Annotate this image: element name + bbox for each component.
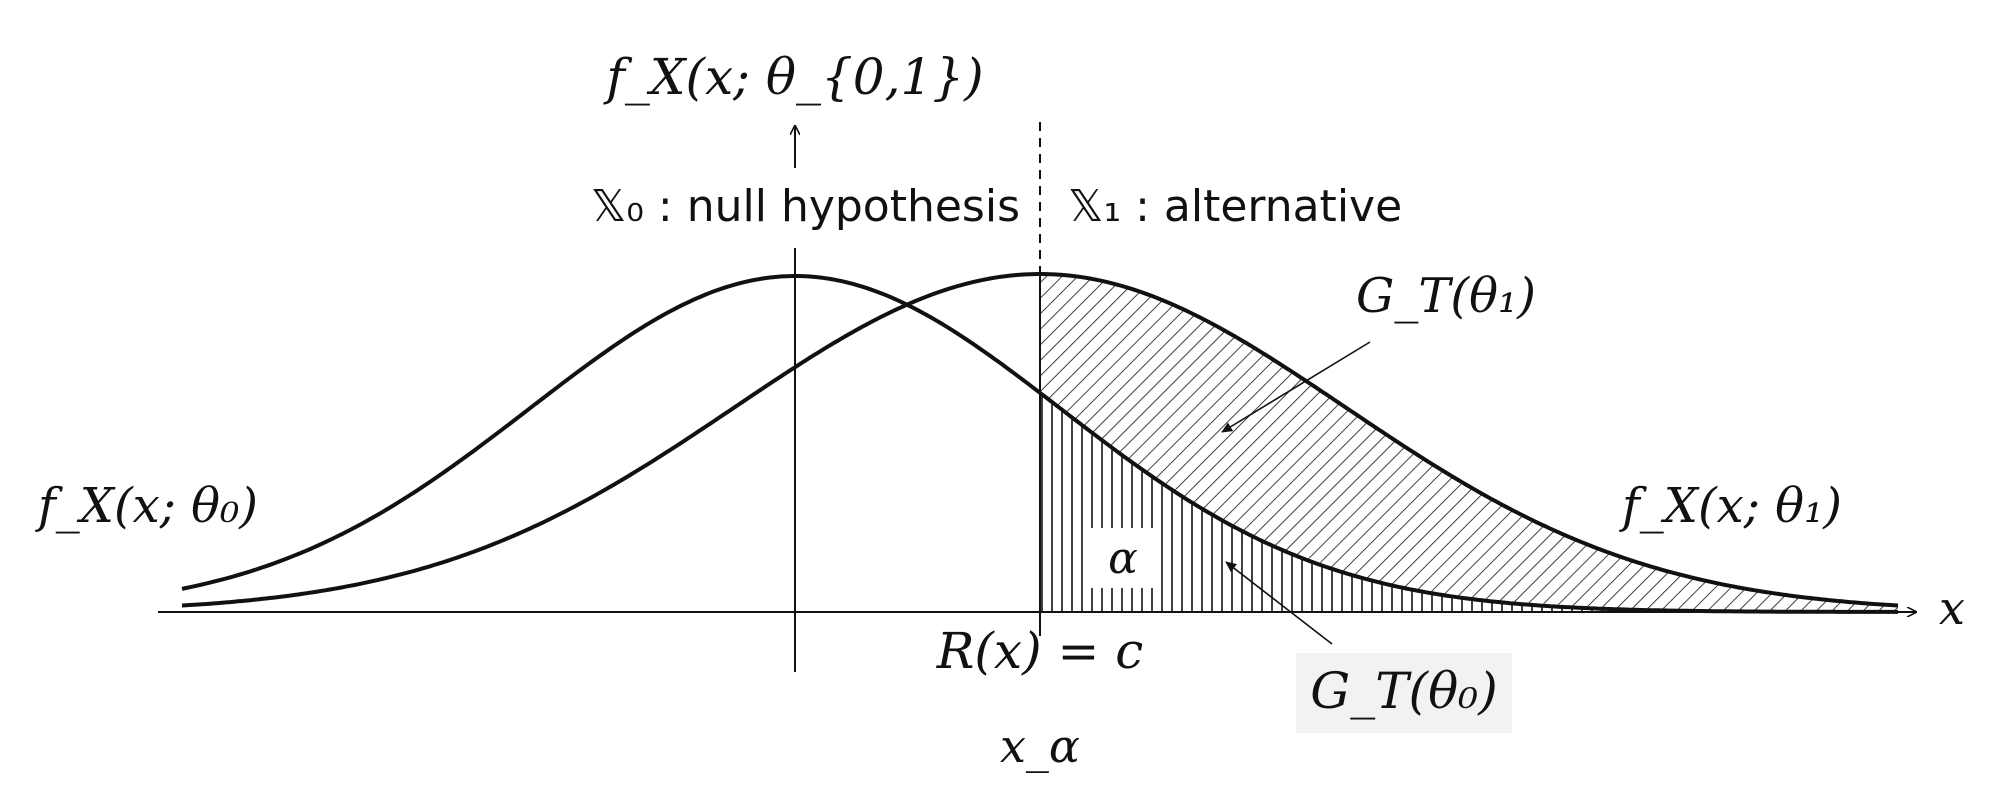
alpha-label-box [1087,528,1159,588]
alternative-region-label: 𝕏₁ : alternative [1068,181,1402,232]
size-label-arrow [1225,561,1333,645]
null-region-label: 𝕏₀ : null hypothesis [591,181,1020,232]
size-label: G_T(θ₀) [1310,662,1497,720]
y-axis-label: f_X(x; θ_{0,1}) [602,48,983,106]
alternative-curve-label: f_X(x; θ₁) [1619,478,1842,534]
size-label-box [1296,653,1512,733]
critical-value-label: x_α [1000,719,1080,773]
power-label-arrow [1221,341,1371,433]
null-curve-label: f_X(x; θ₀) [35,478,258,534]
power-label: G_T(θ₁) [1356,268,1536,324]
boundary-label: R(x) = c [936,622,1144,680]
power-region-hatched [1040,274,1898,612]
alpha-label: α [1108,533,1138,584]
size-region-hatched [1040,392,1898,612]
x-axis-label: x [1939,581,1965,635]
